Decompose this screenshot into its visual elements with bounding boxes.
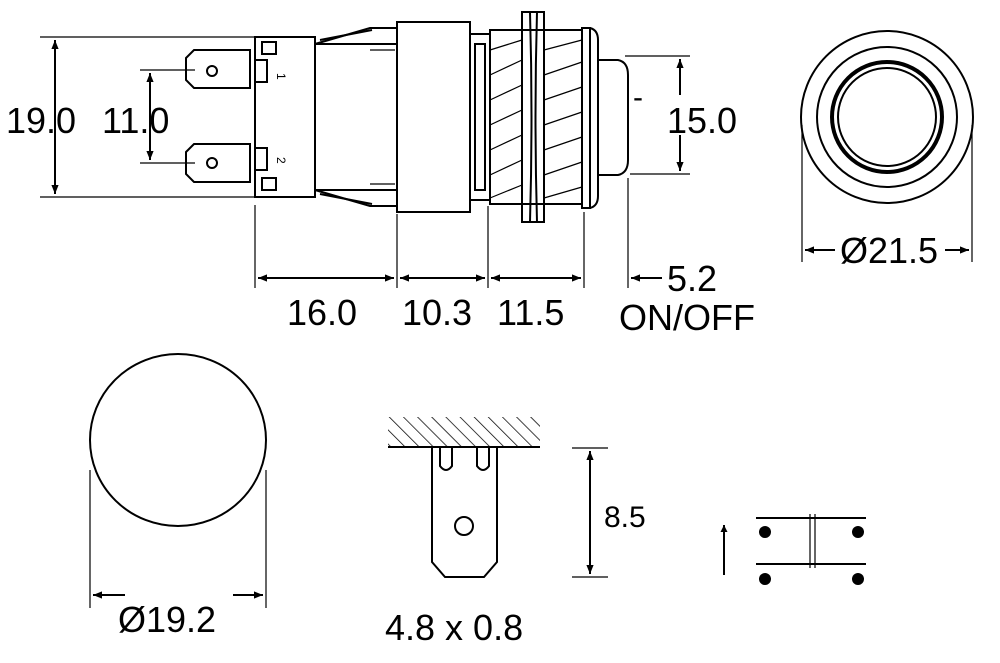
bezel-outline (800, 30, 974, 204)
cutout-diameter-label: Ø19.2 (118, 599, 216, 640)
terminal-length-label: 16.0 (287, 292, 357, 333)
switch-body (396, 21, 471, 213)
tab-size-label: 4.8 x 0.8 (385, 607, 523, 648)
mounting-nut (521, 11, 545, 223)
thread-length-label: 11.5 (497, 292, 564, 333)
body-length-label: 10.3 (402, 292, 472, 333)
side-view: 1 2 (40, 11, 690, 223)
function-label: ON/OFF (619, 297, 755, 338)
panel-cutout-view (89, 353, 267, 608)
tab-length-label: 8.5 (604, 501, 646, 534)
travel-label: 5.2 (667, 258, 717, 299)
overall-height-label: 19.0 (6, 100, 76, 141)
front-view (800, 30, 974, 262)
terminal-pitch-label: 11.0 (102, 100, 169, 141)
travel-marker: - (633, 81, 643, 114)
terminal-1-label: 1 (274, 73, 288, 80)
button-height-label: 15.0 (667, 100, 737, 141)
terminal-detail-view (388, 417, 608, 578)
terminal-tab-1 (185, 49, 251, 89)
terminal-tab-detail (431, 447, 498, 578)
length-dimensions (254, 178, 662, 288)
terminal-tab-2 (185, 143, 251, 183)
switch-circuit-symbol (720, 514, 866, 585)
push-button (598, 59, 629, 176)
cutout-circle (89, 353, 267, 527)
bezel-diameter-label: Ø21.5 (840, 230, 938, 271)
terminal-2-label: 2 (274, 157, 288, 164)
